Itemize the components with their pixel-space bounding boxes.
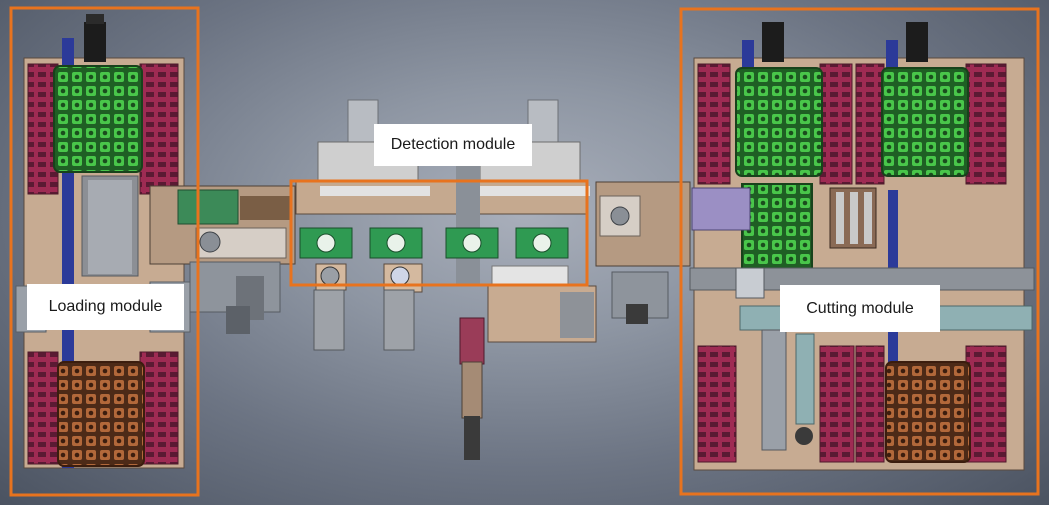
detection-module-highlight-box: [289, 179, 589, 287]
loading-module-label: Loading module: [27, 284, 184, 330]
right-transfer-station: [595, 181, 691, 324]
left-transfer-station: [149, 185, 296, 334]
cutting-module-machine: [689, 22, 1035, 471]
detection-module-machine: [295, 99, 597, 460]
cutting-module-highlight-box: [679, 7, 1040, 496]
loading-module-machine: [15, 14, 191, 469]
inspection-stations: [299, 227, 569, 259]
cutting-module-label: Cutting module: [780, 285, 940, 332]
loading-module-highlight-box: [9, 6, 200, 497]
detection-module-label: Detection module: [374, 124, 532, 166]
